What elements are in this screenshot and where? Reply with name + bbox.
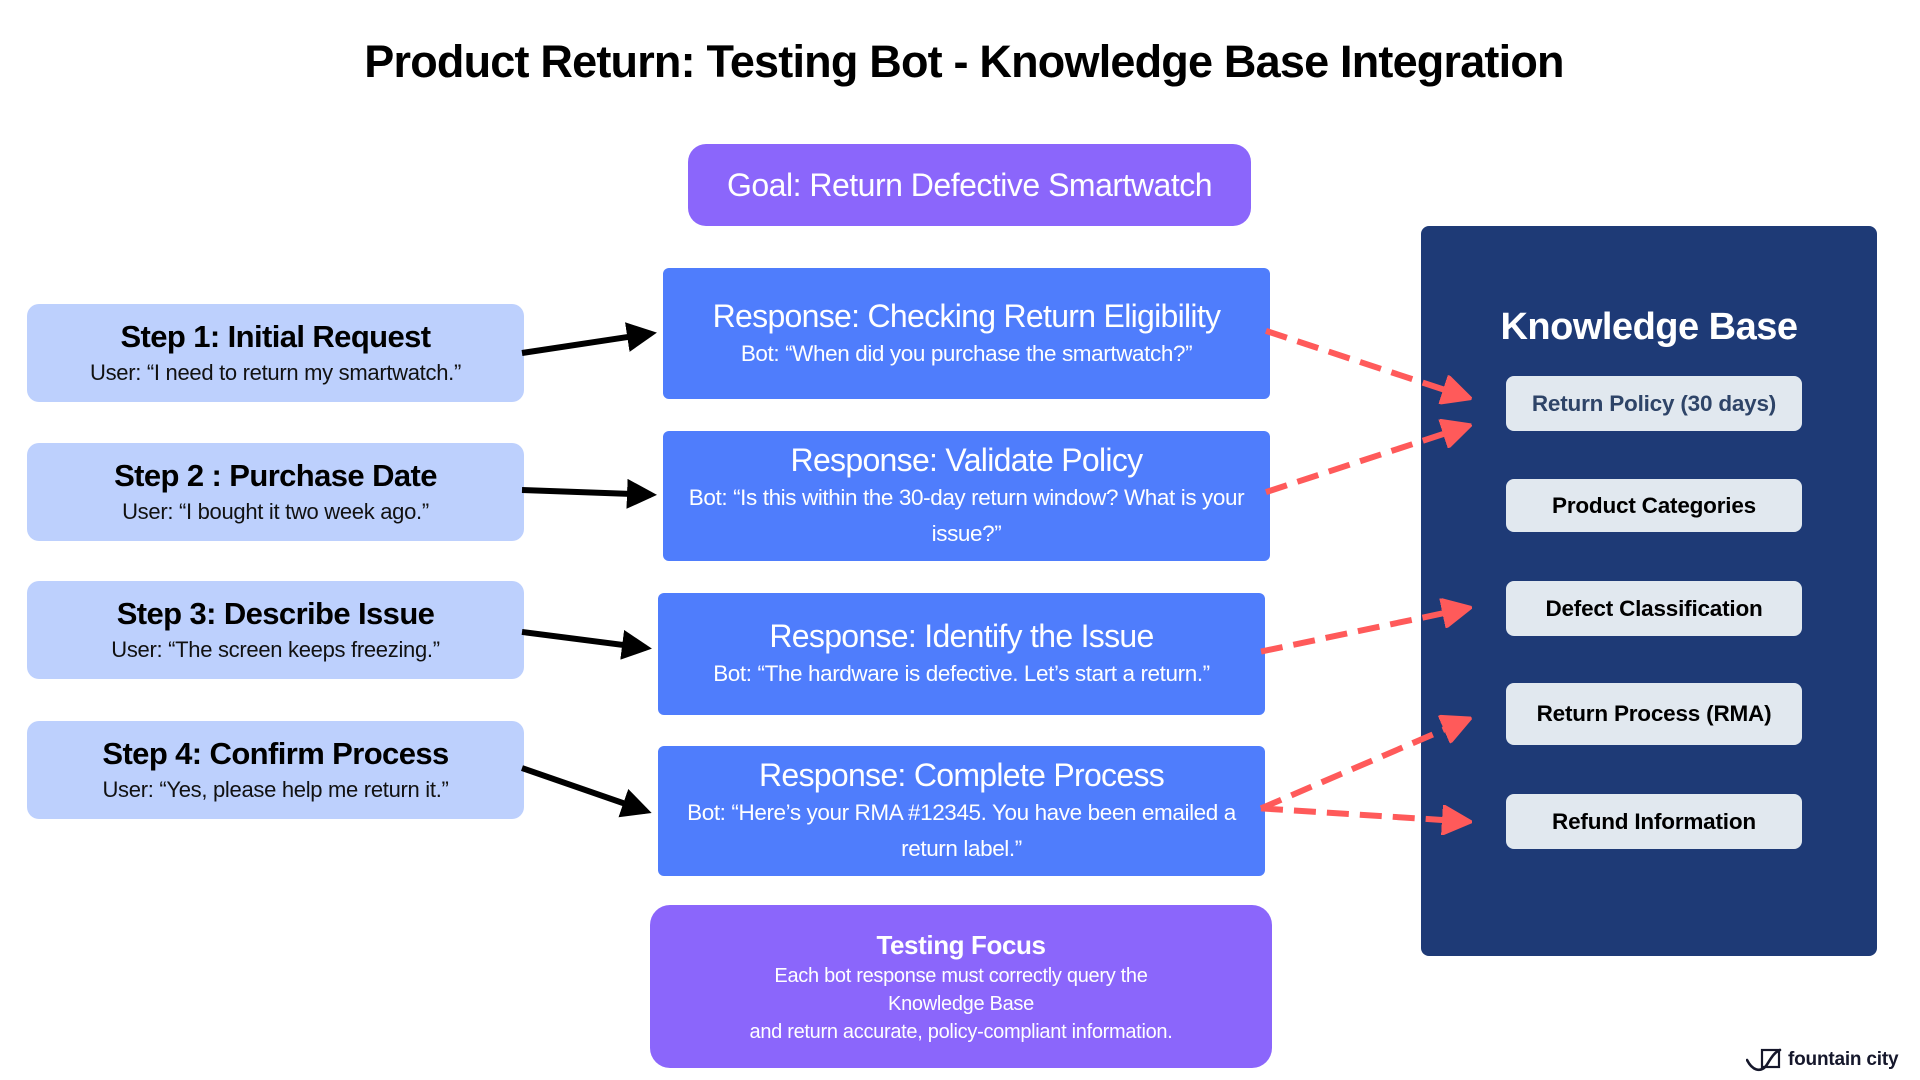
response-box-1: Response: Checking Return Eligibility Bo… (663, 268, 1270, 399)
kb-query-arrow (1265, 427, 1466, 495)
step-user-text: User: “I need to return my smartwatch.” (90, 360, 461, 385)
testing-focus-line: Each bot response must correctly query t… (774, 964, 1148, 987)
logo-text: fountain city (1788, 1049, 1899, 1070)
step-box-2: Step 2 : Purchase Date User: “I bought i… (27, 443, 524, 541)
testing-focus-line: Knowledge Base (888, 992, 1034, 1015)
response-bot-text: Bot: “The hardware is defective. Let’s s… (713, 661, 1210, 686)
step-heading: Step 4: Confirm Process (102, 736, 449, 771)
response-heading: Response: Complete Process (758, 757, 1165, 793)
brand-logo: fountain city (1746, 1046, 1899, 1074)
step-box-1: Step 1: Initial Request User: “I need to… (27, 304, 524, 402)
response-heading: Response: Checking Return Eligibility (712, 297, 1221, 334)
kb-item-product-categories: Product Categories (1506, 479, 1802, 532)
step-user-text: User: “Yes, please help me return it.” (102, 777, 449, 802)
testing-focus-box: Testing Focus Each bot response must cor… (650, 905, 1272, 1068)
step-heading: Step 2 : Purchase Date (114, 458, 437, 493)
kb-item-defect-classification: Defect Classification (1506, 581, 1802, 636)
step-box-3: Step 3: Describe Issue User: “The screen… (27, 581, 524, 679)
response-box-2: Response: Validate Policy Bot: “Is this … (663, 431, 1270, 561)
page-title: Product Return: Testing Bot - Knowledge … (364, 36, 1564, 87)
step-heading: Step 1: Initial Request (120, 319, 431, 354)
goal-box: Goal: Return Defective Smartwatch (688, 144, 1251, 226)
testing-focus-heading: Testing Focus (876, 929, 1046, 960)
kb-query-arrow (1260, 609, 1466, 655)
response-bot-text: Bot: “When did you purchase the smartwat… (740, 340, 1193, 366)
flow-arrow (521, 628, 652, 660)
flow-arrow (521, 322, 657, 356)
flow-arrow (521, 765, 652, 818)
response-box-4: Response: Complete Process Bot: “Here’s … (658, 746, 1265, 876)
kb-query-arrow (1259, 720, 1466, 812)
response-heading: Response: Identify the Issue (769, 618, 1154, 654)
kb-query-arrow (1260, 808, 1466, 821)
response-box-3: Response: Identify the Issue Bot: “The h… (658, 593, 1265, 715)
kb-item-refund-information: Refund Information (1506, 794, 1802, 849)
step-heading: Step 3: Describe Issue (116, 596, 435, 631)
testing-focus-line: and return accurate, policy-compliant in… (749, 1020, 1173, 1043)
step-box-4: Step 4: Confirm Process User: “Yes, plea… (27, 721, 524, 819)
response-bot-text: Bot: “Is this within the 30-day return w… (688, 485, 1245, 546)
flow-arrow (521, 478, 657, 509)
response-bot-text: Bot: “Here’s your RMA #12345. You have b… (687, 800, 1236, 861)
fountain-city-logo-icon (1746, 1048, 1782, 1072)
kb-item-return-policy: Return Policy (30 days) (1506, 376, 1802, 431)
step-user-text: User: “I bought it two week ago.” (122, 499, 429, 524)
response-heading: Response: Validate Policy (790, 442, 1144, 478)
kb-query-arrow (1265, 328, 1466, 397)
step-user-text: User: “The screen keeps freezing.” (111, 637, 440, 662)
knowledge-base-title: Knowledge Base (1500, 306, 1798, 348)
kb-item-return-process: Return Process (RMA) (1506, 683, 1802, 745)
